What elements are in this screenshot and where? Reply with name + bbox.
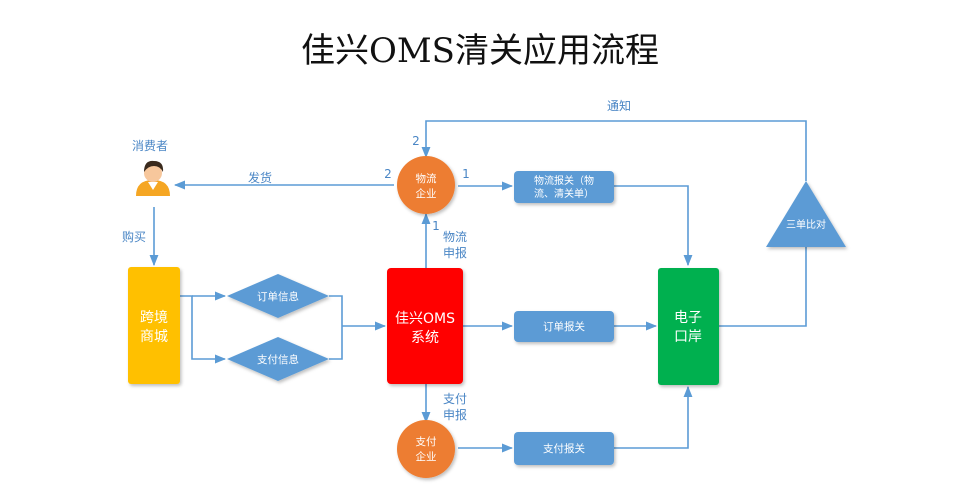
payment-company-label-2: 企业 xyxy=(416,450,437,463)
oms-system-node: 佳兴OMS 系统 xyxy=(387,268,463,384)
e-port-label-1: 电子 xyxy=(674,310,702,326)
oms-label-1: 佳兴OMS xyxy=(395,311,455,327)
logistics-report-label-2: 申报 xyxy=(443,245,467,260)
e-port-label-2: 口岸 xyxy=(674,329,702,345)
e-port-box xyxy=(658,268,719,385)
logistics-declaration-label-1: 物流报关（物 xyxy=(534,174,594,187)
payment-declaration-box xyxy=(514,432,614,465)
payment-info-label: 支付信息 xyxy=(257,353,299,366)
pay-decl-to-eport-arrow xyxy=(614,385,693,449)
ship-step-number: 2 xyxy=(384,167,392,181)
logistics-company-node: 物流 企业 xyxy=(397,156,455,214)
notify-arrow xyxy=(421,120,807,181)
to-declaration-step-number: 1 xyxy=(462,167,470,181)
logistics-company-label-1: 物流 xyxy=(416,172,437,185)
order-info-node: 订单信息 xyxy=(227,274,329,318)
order-info-label: 订单信息 xyxy=(257,290,299,303)
page-title: 佳兴OMS清关应用流程 xyxy=(301,31,659,71)
cross-border-mall-node: 跨境 商城 xyxy=(128,267,180,384)
e-port-node: 电子 口岸 xyxy=(658,268,719,385)
buy-label: 购买 xyxy=(122,229,146,244)
mall-box xyxy=(128,267,180,384)
oms-step-number: 1 xyxy=(432,219,440,233)
mall-label-2: 商城 xyxy=(140,329,168,345)
order-info-diamond xyxy=(227,274,329,318)
mall-to-payment-info-arrow xyxy=(180,295,227,364)
mall-label-1: 跨境 xyxy=(140,310,168,326)
order-declaration-box xyxy=(514,311,614,342)
log-decl-to-eport-arrow xyxy=(614,185,693,267)
logistics-company-circle xyxy=(397,156,455,214)
logistics-report-label-1: 物流 xyxy=(443,230,467,244)
oms-box xyxy=(387,268,463,384)
payment-declaration-label: 支付报关 xyxy=(543,442,585,455)
oms-label-2: 系统 xyxy=(411,330,439,346)
ship-label: 发货 xyxy=(248,170,272,185)
three-doc-check-label: 三单比对 xyxy=(786,218,826,231)
payment-report-label-1: 支付 xyxy=(443,392,467,406)
payment-company-label-1: 支付 xyxy=(416,435,437,448)
consumer-label: 消费者 xyxy=(132,139,168,153)
three-doc-check-triangle xyxy=(766,181,846,247)
eport-to-check-line xyxy=(719,247,807,327)
order-declaration-node: 订单报关 xyxy=(514,311,614,342)
connectors xyxy=(149,120,807,453)
notify-label: 通知 xyxy=(607,99,631,113)
three-doc-check-node: 三单比对 xyxy=(766,181,846,247)
logistics-declaration-box xyxy=(514,171,614,203)
payment-info-node: 支付信息 xyxy=(227,337,329,381)
order-declaration-label: 订单报关 xyxy=(543,320,585,333)
payment-company-node: 支付 企业 xyxy=(397,420,455,478)
logistics-declaration-label-2: 流、清关单） xyxy=(534,187,594,200)
person-avatar-icon xyxy=(136,160,170,196)
diamonds-merge-line xyxy=(329,295,343,360)
payment-company-circle xyxy=(397,420,455,478)
payment-declaration-node: 支付报关 xyxy=(514,432,614,465)
payment-report-label-2: 申报 xyxy=(443,407,467,422)
notify-step-number: 2 xyxy=(412,134,420,148)
payment-info-diamond xyxy=(227,337,329,381)
logistics-declaration-node: 物流报关（物 流、清关单） xyxy=(514,171,614,203)
logistics-company-label-2: 企业 xyxy=(416,187,437,200)
consumer-node: 消费者 xyxy=(132,139,170,196)
